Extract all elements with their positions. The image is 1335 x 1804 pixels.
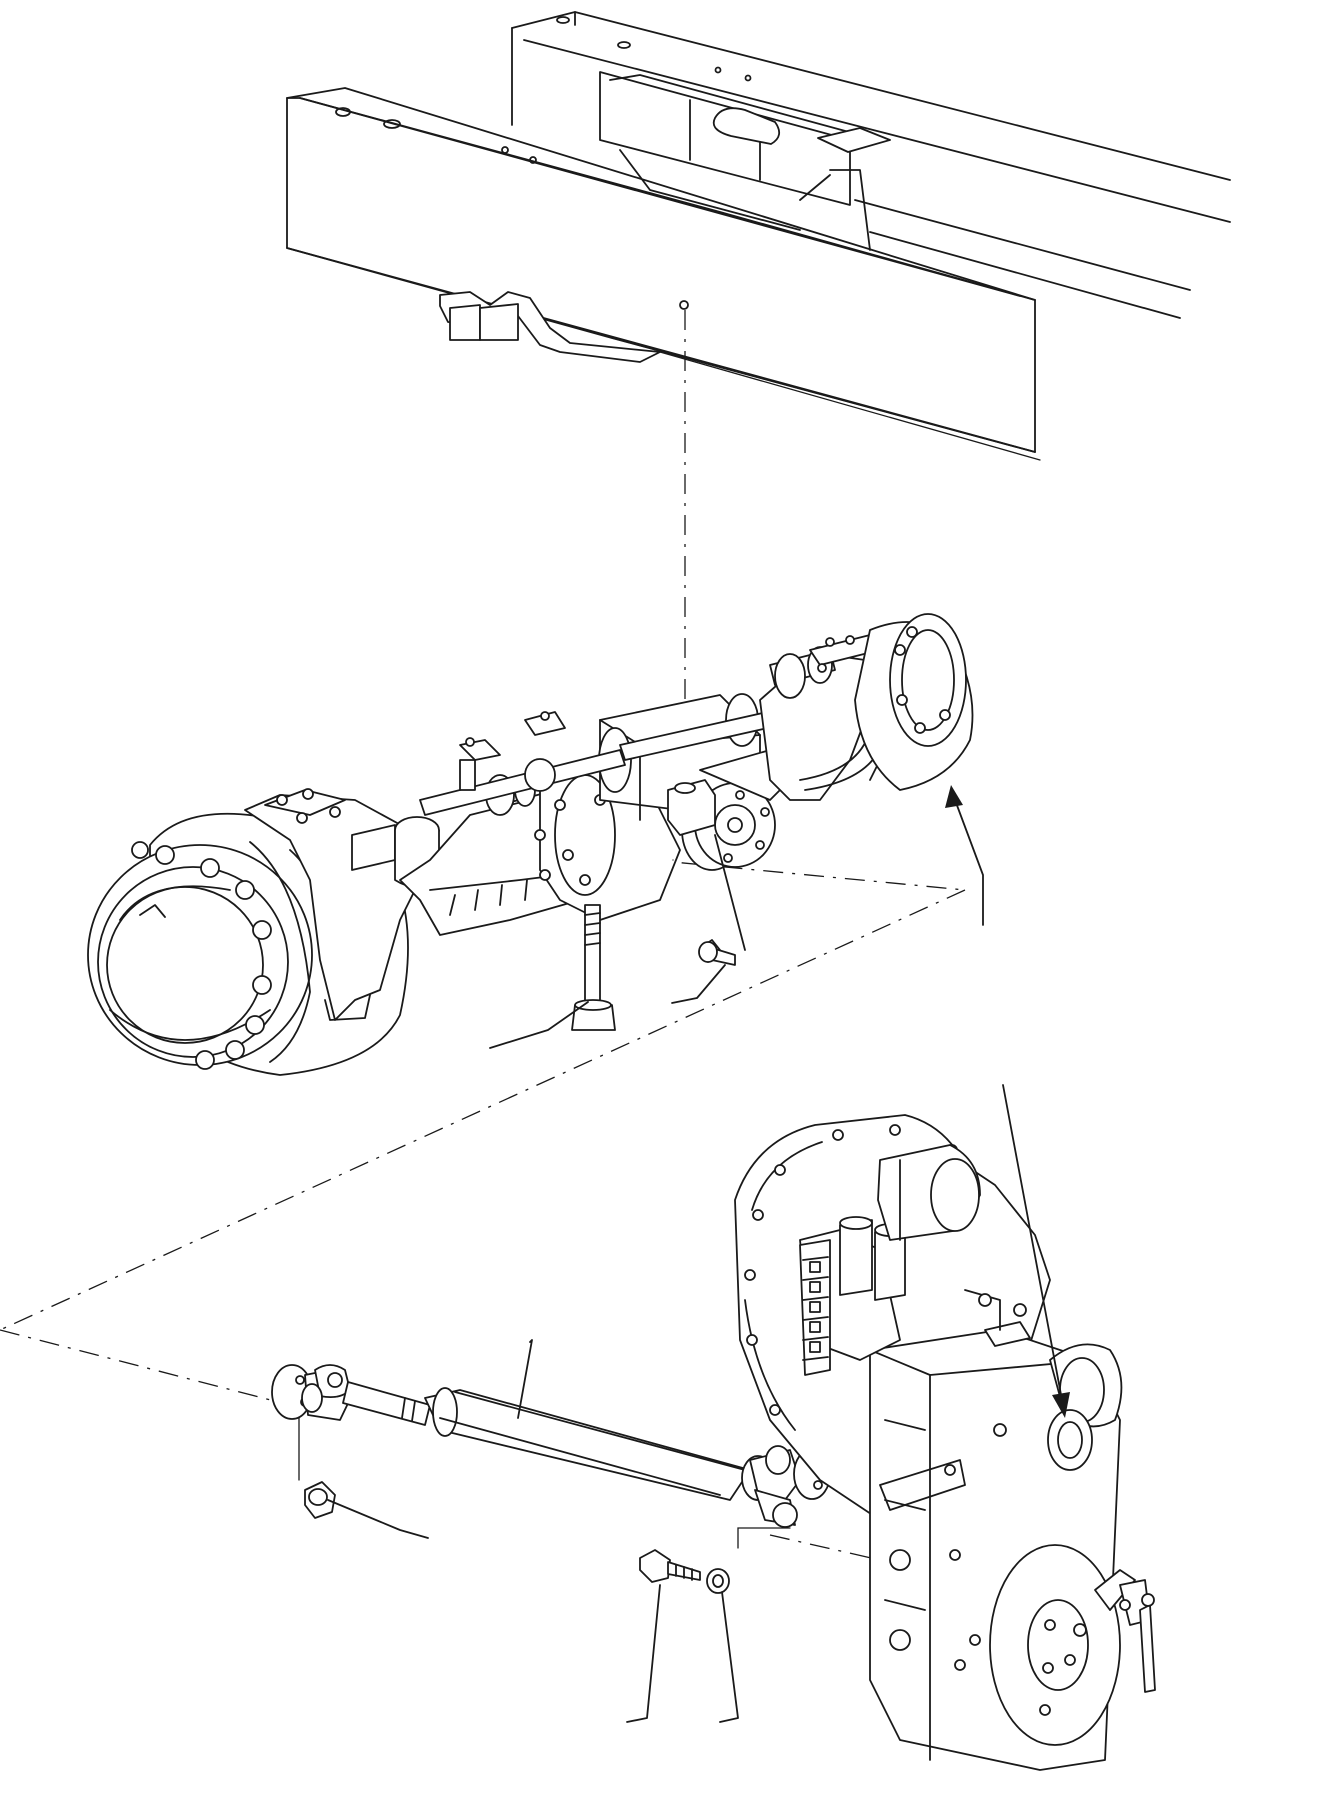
driveshaft-nut — [304, 1481, 336, 1519]
driveshaft-bolt — [639, 1549, 701, 1583]
driveshaft-center-line-left — [0, 1329, 291, 1406]
leader-bolt — [626, 1584, 661, 1723]
pivot-pin-bolt — [571, 904, 616, 1031]
arrow-transmission — [1002, 1084, 1063, 1401]
arrow-front-axle — [954, 799, 984, 926]
wheel-studs — [131, 841, 272, 1070]
leader-nut — [327, 1499, 429, 1539]
leader-pivot-bolt — [489, 1001, 589, 1049]
arrowhead-transmission — [1052, 1392, 1070, 1418]
leader-flange-bolt — [671, 964, 726, 1004]
driveshaft-washer — [706, 1568, 730, 1594]
right-wheel-hub — [854, 613, 974, 791]
leader-tube — [517, 1339, 533, 1419]
chassis-frame — [286, 11, 1231, 461]
diagonal-center-line — [0, 889, 966, 1331]
leader-flange — [714, 834, 746, 951]
arrowheads — [945, 785, 1070, 1418]
leader-lines — [298, 799, 1063, 1723]
propeller-shaft — [271, 1364, 831, 1528]
front-axle-assembly — [87, 613, 974, 1076]
flange-bolt — [698, 939, 736, 966]
axle-center-line — [599, 854, 966, 891]
driveshaft-center-line-right — [769, 1534, 881, 1561]
arrowhead-front-axle — [945, 785, 963, 808]
leader-washer — [719, 1591, 739, 1723]
transmission-assembly — [734, 1114, 1156, 1771]
